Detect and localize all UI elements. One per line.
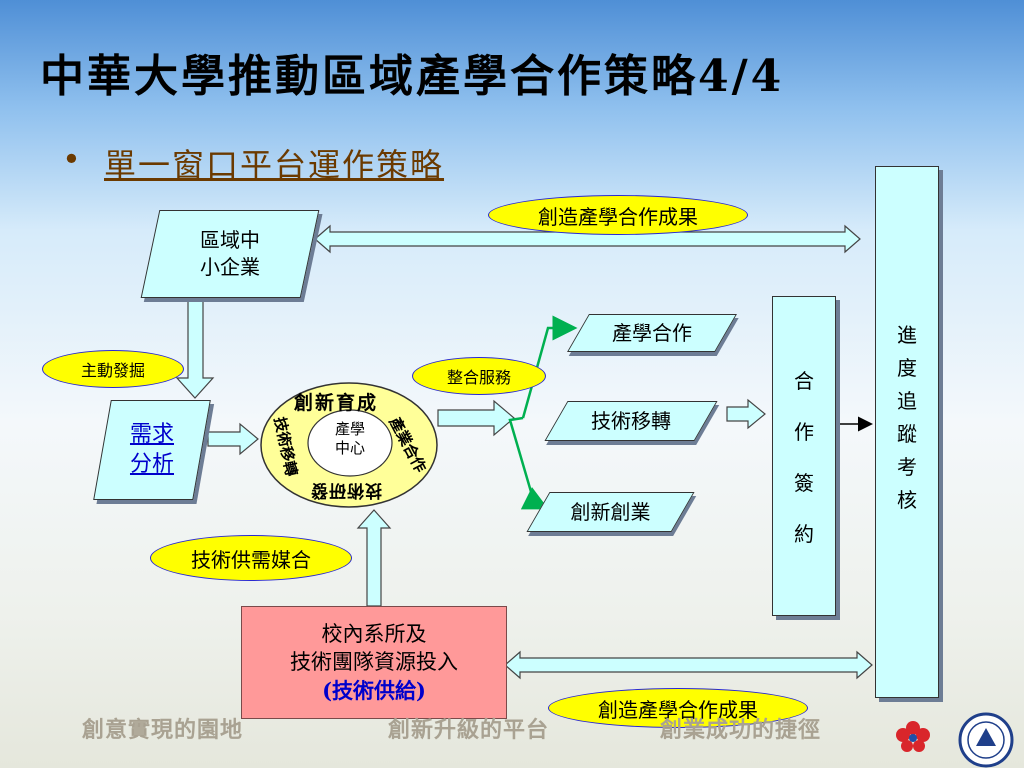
green-arrow-upper [521, 315, 578, 419]
contract-char-2: 作 [794, 420, 814, 444]
contract-char-4: 約 [794, 522, 814, 546]
tracking-char-3: 追 [897, 389, 917, 413]
supply-line1: 校內系所及 [321, 621, 427, 646]
box-needs-line2: 分析 [129, 452, 174, 477]
box-transfer: 技術移轉 [544, 401, 718, 441]
supply-line3: (技術供給) [322, 677, 426, 703]
green-arrow-lower [508, 416, 549, 510]
center-wheel-shape [260, 382, 438, 508]
oval-dig: 主動發掘 [42, 350, 184, 388]
footer-slogan-3: 創業成功的捷徑 [660, 717, 822, 743]
tracking-char-4: 蹤 [897, 422, 917, 446]
tracking-char-6: 核 [897, 488, 917, 512]
box-startup: 創新創業 [526, 492, 695, 532]
box-needs: 需求 分析 [93, 400, 211, 500]
wheel-center: 產學 中心 [320, 420, 380, 458]
wheel-bottom-label: 技術研發 [310, 480, 382, 500]
box-sme-line2: 小企業 [200, 255, 260, 279]
box-tracking: 進 度 追 蹤 考 核 [875, 166, 939, 698]
box-transfer-label: 技術移轉 [591, 408, 671, 433]
arrow-needs-wheel [207, 422, 259, 456]
oval-integrate: 整合服務 [412, 357, 546, 395]
oval-result-top: 創造產學合作成果 [488, 195, 748, 235]
tracking-char-2: 度 [897, 356, 917, 380]
footer-slogan-2: 創新升級的平台 [388, 717, 550, 743]
bullet-dot: • [62, 140, 81, 178]
box-contract: 合 作 簽 約 [772, 296, 836, 616]
contract-char-1: 合 [794, 369, 814, 393]
flower-logo-icon [896, 721, 930, 752]
box-startup-label: 創新創業 [570, 499, 651, 524]
slide-title: 中華大學推動區域產學合作策略4/4 [40, 51, 785, 102]
supply-line2: 技術團隊資源投入 [290, 650, 458, 675]
wheel-center-line2: 中心 [334, 438, 365, 457]
arrow-transfer-contract [726, 398, 766, 430]
box-tech-supply: 校內系所及 技術團隊資源投入 (技術供給) [241, 606, 507, 719]
box-needs-line1: 需求 [129, 422, 174, 448]
tracking-char-1: 進 [897, 323, 917, 347]
double-arrow-bottom [504, 650, 873, 680]
wheel-center-line1: 產學 [334, 420, 365, 438]
box-coop-label: 產學合作 [612, 320, 692, 345]
university-seal-icon [958, 712, 1014, 768]
arrow-wheel-branches [437, 399, 515, 437]
tracking-char-5: 考 [897, 455, 917, 479]
box-sme-line1: 區域中 [200, 228, 260, 252]
box-sme: 區域中 小企業 [140, 210, 320, 298]
arrow-up-supply [356, 509, 392, 607]
oval-match: 技術供需媒合 [150, 535, 352, 581]
oval-result-bottom: 創造產學合作成果 [548, 688, 808, 728]
wheel-top-label: 創新育成 [294, 392, 379, 414]
arrow-down-sme [175, 299, 215, 399]
center-wheel: 創新育成 技術移轉 產業合作 技術研發 產學 中心 [258, 380, 440, 510]
contract-char-3: 簽 [794, 471, 814, 495]
double-arrow-top [314, 224, 861, 254]
box-coop: 產學合作 [567, 314, 737, 352]
footer-slogan-1: 創意實現的園地 [82, 717, 244, 743]
bullet-text: 單一窗口平台運作策略 [104, 146, 445, 184]
